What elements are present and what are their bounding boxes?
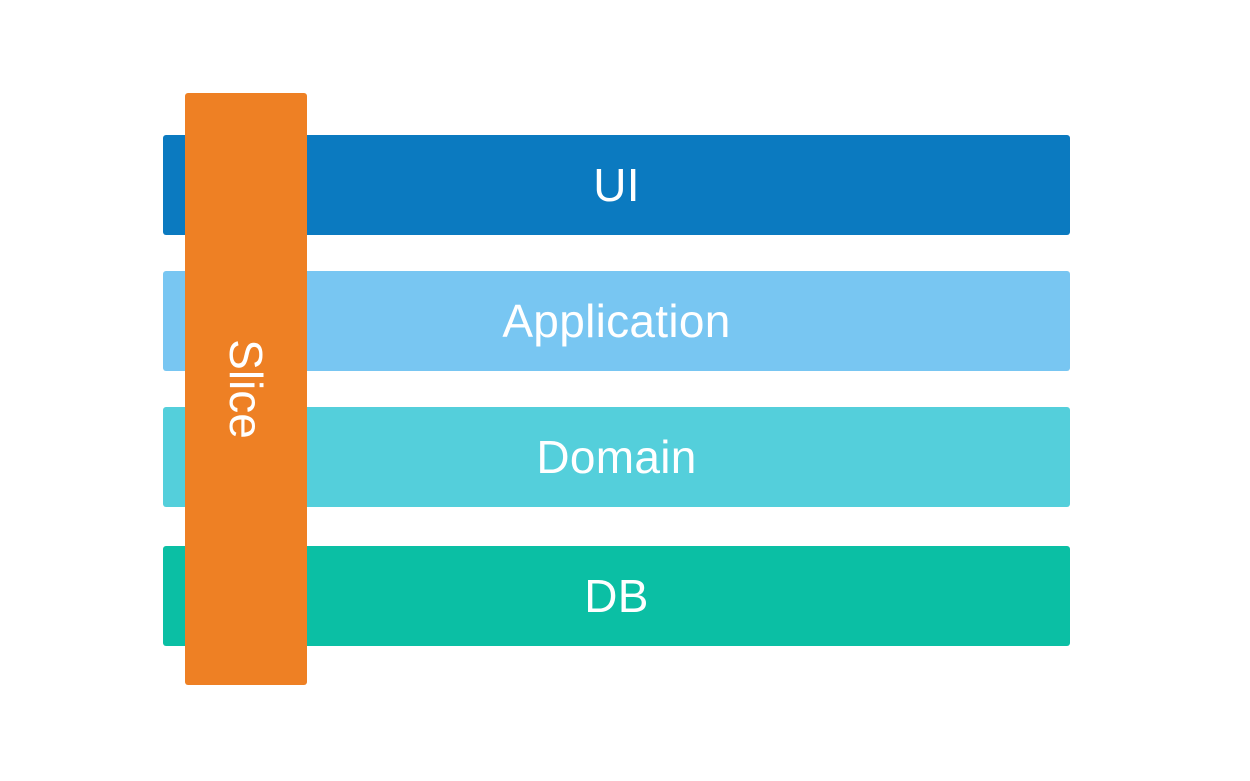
layer-bar-ui[interactable]: UI — [163, 135, 1070, 235]
layer-label-domain: Domain — [536, 431, 697, 483]
layer-bar-application[interactable]: Application — [163, 271, 1070, 371]
vertical-slice-label: Slice — [220, 339, 272, 439]
layer-label-db: DB — [584, 570, 649, 622]
layer-label-application: Application — [502, 295, 731, 347]
layer-bar-domain[interactable]: Domain — [163, 407, 1070, 507]
layer-bar-db[interactable]: DB — [163, 546, 1070, 646]
vertical-slice-bar[interactable]: Slice — [185, 93, 307, 685]
layer-label-ui: UI — [593, 159, 640, 211]
